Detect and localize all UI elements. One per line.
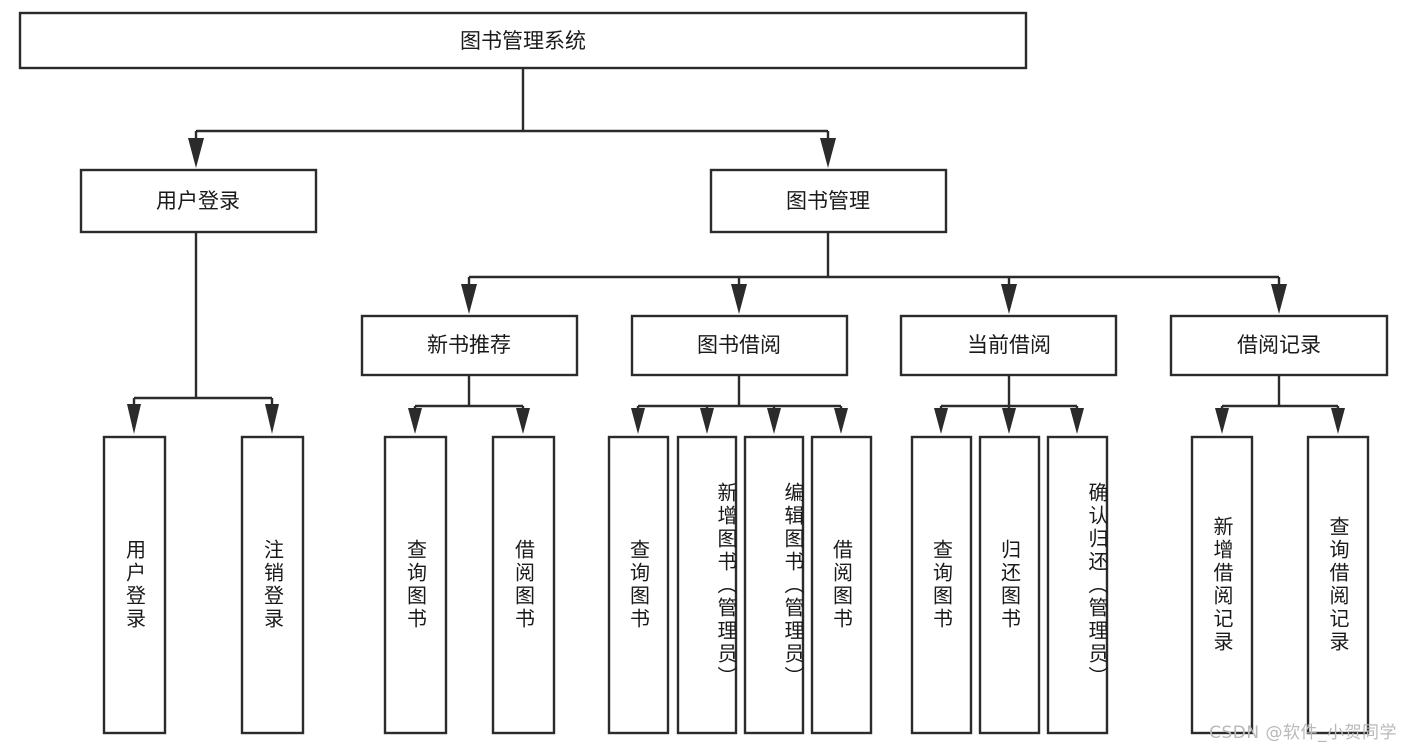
arrowhead-current-borrow bbox=[1001, 284, 1017, 314]
arrowhead-leaf-confirm-return bbox=[1070, 408, 1084, 434]
arrowhead-user-login bbox=[188, 138, 204, 168]
arrowhead-leaf-add-book bbox=[700, 408, 714, 434]
leaf-box-query-book-1[interactable] bbox=[383, 435, 448, 735]
leaf-box-query-book-3[interactable] bbox=[910, 435, 973, 735]
node-label-current-borrow: 当前借阅 bbox=[967, 333, 1051, 357]
connectors-bookborrow-to-leaves bbox=[631, 375, 848, 434]
arrowhead-leaf-query-record bbox=[1331, 408, 1345, 434]
arrowhead-leaf-add-record bbox=[1215, 408, 1229, 434]
leaf-box-user-login[interactable] bbox=[102, 435, 167, 735]
arrowhead-leaf-logout bbox=[265, 404, 279, 434]
node-label-user-login: 用户登录 bbox=[156, 189, 240, 213]
connectors-borrowrecord-to-leaves bbox=[1215, 375, 1345, 434]
connectors-root-to-level2 bbox=[188, 68, 836, 168]
node-box-borrow-record[interactable] bbox=[1169, 314, 1389, 377]
leaf-box-add-record[interactable] bbox=[1190, 435, 1254, 735]
connectors-newbook-to-leaves bbox=[408, 375, 530, 434]
csdn-watermark: CSDN @软件_小贺同学 bbox=[1209, 723, 1397, 743]
arrowhead-leaf-user-login bbox=[127, 404, 141, 434]
node-box-current-borrow[interactable] bbox=[899, 314, 1118, 377]
node-label-book-manage: 图书管理 bbox=[786, 189, 870, 213]
arrowhead-leaf-borrow-book-1 bbox=[516, 408, 530, 434]
arrowhead-leaf-query-book-3 bbox=[934, 408, 948, 434]
node-box-book-manage[interactable] bbox=[709, 168, 948, 234]
arrowhead-new-book bbox=[461, 284, 477, 314]
arrowhead-leaf-query-book-2 bbox=[631, 408, 645, 434]
leaf-box-query-record[interactable] bbox=[1306, 435, 1370, 735]
node-label-new-book: 新书推荐 bbox=[427, 333, 511, 357]
arrowhead-book-manage bbox=[820, 138, 836, 168]
leaf-box-query-book-2[interactable] bbox=[607, 435, 670, 735]
connectors-userlogin-to-leaves bbox=[127, 232, 279, 434]
leaf-box-confirm-return[interactable] bbox=[1046, 435, 1109, 735]
connectors-currentborrow-to-leaves bbox=[934, 375, 1084, 434]
arrowhead-book-borrow bbox=[731, 284, 747, 314]
arrowhead-leaf-query-book-1 bbox=[408, 408, 422, 434]
leaf-box-logout[interactable] bbox=[240, 435, 305, 735]
arrowhead-leaf-borrow-book-2 bbox=[834, 408, 848, 434]
arrowhead-leaf-return-book bbox=[1002, 408, 1016, 434]
arrowhead-borrow-record bbox=[1271, 284, 1287, 314]
node-box-root[interactable] bbox=[18, 11, 1028, 70]
node-box-user-login[interactable] bbox=[79, 168, 318, 234]
node-label-borrow-record: 借阅记录 bbox=[1237, 333, 1321, 357]
node-box-book-borrow[interactable] bbox=[630, 314, 849, 377]
node-label-root: 图书管理系统 bbox=[460, 29, 586, 53]
leaf-box-borrow-book-2[interactable] bbox=[810, 435, 873, 735]
arrowhead-leaf-edit-book bbox=[767, 408, 781, 434]
leaf-box-add-book[interactable] bbox=[676, 435, 738, 735]
leaf-box-borrow-book-1[interactable] bbox=[491, 435, 556, 735]
node-label-book-borrow: 图书借阅 bbox=[697, 333, 781, 357]
leaf-box-return-book[interactable] bbox=[978, 435, 1041, 735]
node-box-new-book[interactable] bbox=[360, 314, 579, 377]
connectors-bookmanage-to-level3 bbox=[461, 232, 1287, 314]
leaf-box-edit-book[interactable] bbox=[743, 435, 805, 735]
